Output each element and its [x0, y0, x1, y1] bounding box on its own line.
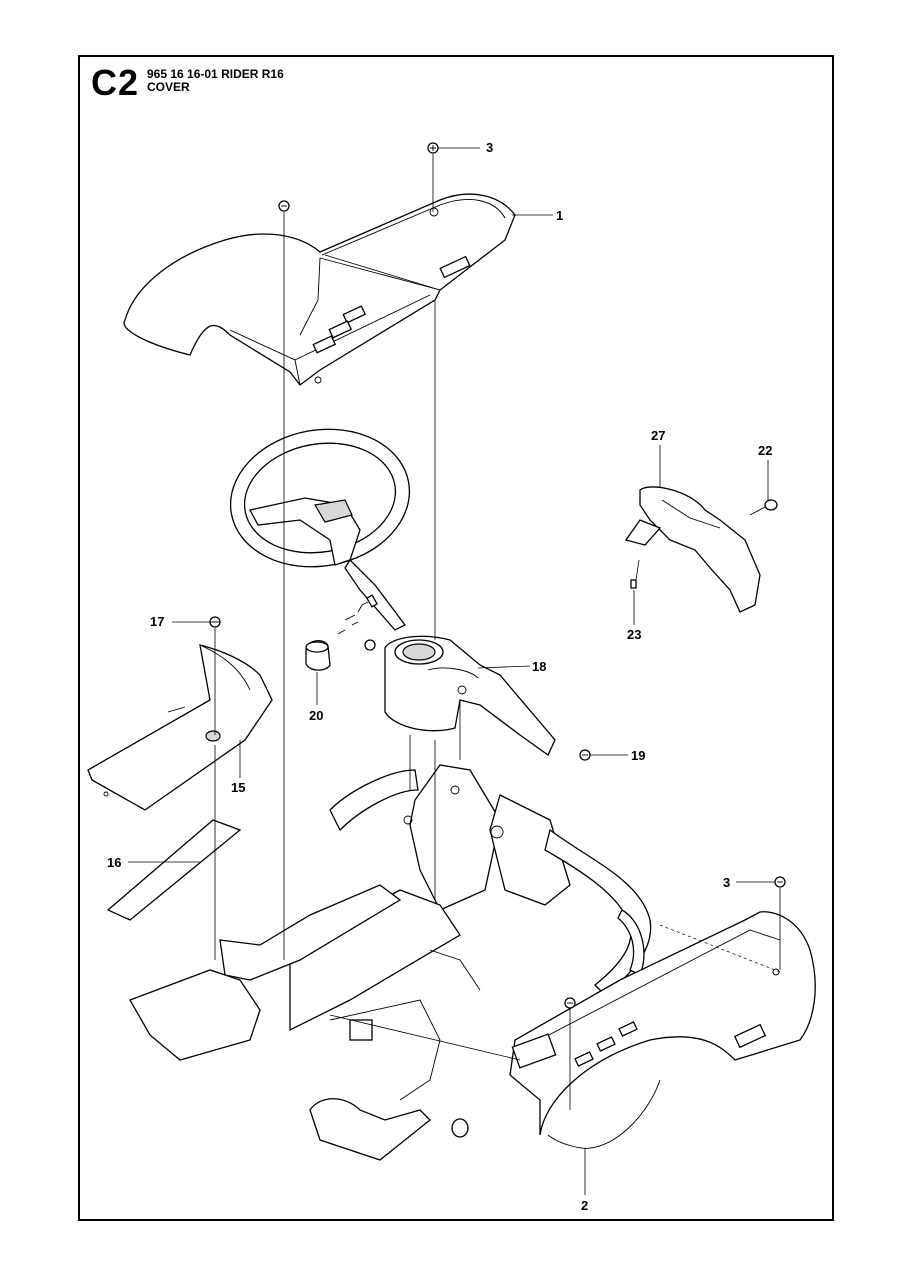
assembly-guide-lines: [214, 154, 781, 1110]
part-23-clip: [630, 579, 637, 589]
callout-17: 17: [150, 614, 164, 629]
callout-3-top: 3: [486, 140, 493, 155]
drawing-frame: [78, 55, 834, 1221]
callout-2: 2: [581, 1198, 588, 1213]
callout-20: 20: [309, 708, 323, 723]
part-1-front-cover: [123, 193, 516, 386]
part-18-console-housing: [364, 635, 556, 756]
callout-15: 15: [231, 780, 245, 795]
callout-22: 22: [758, 443, 772, 458]
section-code: C2: [91, 62, 140, 103]
callout-leaders: [128, 147, 775, 1195]
callout-18: 18: [532, 659, 546, 674]
part-2-rear-fender: [509, 911, 816, 1149]
screw-19: [579, 749, 591, 761]
steering-column-hardware: [337, 594, 378, 635]
callout-19: 19: [631, 748, 645, 763]
callout-16: 16: [107, 855, 121, 870]
screw-3-top: [427, 142, 439, 154]
part-16-strip: [106, 819, 242, 921]
screw-top-left: [278, 200, 290, 212]
callout-23: 23: [627, 627, 641, 642]
part-22-ring-pin: [749, 499, 778, 516]
model-title: 965 16 16-01 RIDER R16: [147, 67, 284, 81]
steering-wheel: [229, 428, 411, 631]
part-27-side-cover: [624, 486, 761, 613]
screw-3-right: [774, 876, 786, 888]
part-15-plate: [87, 644, 273, 811]
section-title: COVER: [147, 80, 190, 94]
screw-rear-fender: [564, 997, 576, 1009]
callout-1: 1: [556, 208, 563, 223]
callout-27: 27: [651, 428, 665, 443]
callout-3-right: 3: [723, 875, 730, 890]
chassis-frame: [129, 764, 652, 1161]
part-20-cap: [305, 640, 331, 671]
